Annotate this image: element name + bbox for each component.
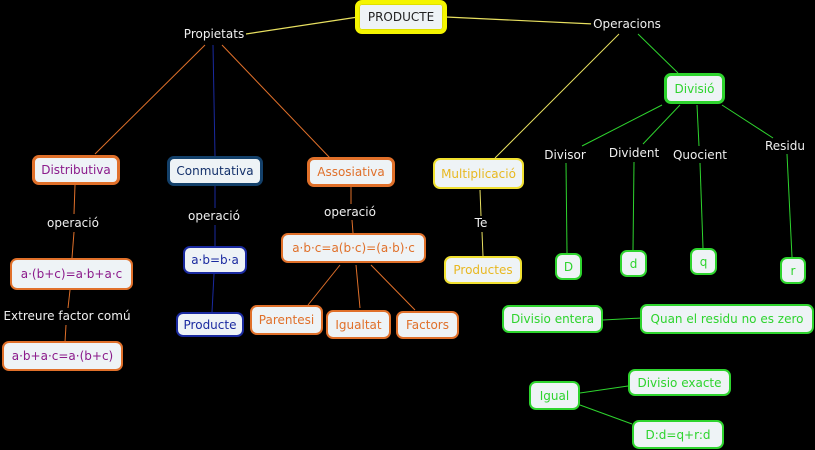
link-label-divident: Divident [606,146,662,160]
edge-operacions-multiplicacio [494,33,620,159]
edge-multiplicacio-te [479,189,482,217]
node-conmutativa-formula[interactable]: a·b=b·a [183,246,247,274]
edge-divisio-divident [642,104,681,145]
node-divisio[interactable]: Divisió [664,73,725,104]
node-productes[interactable]: Productes [444,256,522,284]
edge-assoc-parentesi [307,264,341,306]
node-multiplicacio[interactable]: Multiplicació [433,158,524,189]
link-label-te: Te [472,216,490,230]
link-label-quocient: Quocient [670,148,730,162]
node-distributiva-formula[interactable]: a·(b+c)=a·b+a·c [10,258,133,290]
link-label-operacio-conmutativa: operació [186,209,242,223]
node-r[interactable]: r [780,257,806,284]
edge-extreure-distrib-factor [64,324,67,343]
edge-quocient-q [699,162,704,249]
link-label-divisor: Divisor [542,148,588,162]
node-D[interactable]: D [555,253,582,280]
edge-divident-d [632,161,635,251]
edge-operacions-divisio [637,33,679,74]
edge-operacio-distrib-formula [71,231,75,259]
node-formula-divisio[interactable]: D:d=q+r:d [632,420,724,449]
edge-igual-exacte [579,385,629,394]
node-conmutativa-producte[interactable]: Producte [176,312,244,337]
edge-conmut-formula-producte [211,273,215,313]
edge-te-productes [481,231,484,257]
link-label-extreure-factor: Extreure factor comú [1,309,133,323]
node-distributiva[interactable]: Distributiva [32,155,120,185]
edge-root-operacions [445,16,595,25]
edge-assoc-factors [370,264,416,311]
node-assosiativa-formula[interactable]: a·b·c=a(b·c)=(a·b)·c [281,233,426,263]
edge-propietats-conmutativa [212,44,216,157]
edge-divisio-residu [721,104,774,139]
edge-assoc-igualtat [355,264,361,309]
node-divisio-exacte[interactable]: Divisio exacte [628,369,731,396]
node-extreure-factor-formula[interactable]: a·b+a·c=a·(b+c) [2,341,123,371]
node-factors[interactable]: Factors [396,311,459,339]
edge-operacio-assoc-formula [351,219,354,234]
node-divisio-entera[interactable]: Divisio entera [502,305,603,333]
edge-entera-quan [602,317,643,321]
link-label-residu: Residu [763,139,807,153]
node-conmutativa[interactable]: Conmutativa [167,156,263,186]
root-node-producte[interactable]: PRODUCTE [355,0,447,34]
edge-igual-formula [579,404,633,425]
node-igualtat[interactable]: Igualtat [326,310,391,339]
edge-divisio-divisor [581,104,663,147]
node-assosiativa[interactable]: Assosiativa [307,157,395,187]
edge-root-propietats [245,16,359,35]
link-label-operacions: Operacions [591,17,663,31]
edge-distrib-formula-extreure [67,289,71,309]
edge-propietats-assosiativa [221,44,331,159]
node-parentesi[interactable]: Parentesi [250,305,323,335]
link-label-operacio-distributiva: operació [45,216,101,230]
link-label-propietats: Propietats [181,27,247,41]
edge-distributiva-operacio [73,184,76,215]
link-label-operacio-assosiativa: operació [322,205,378,219]
node-quan-residu-no-zero[interactable]: Quan el residu no es zero [640,304,814,334]
edge-propietats-distributiva [94,44,206,155]
node-d[interactable]: d [620,250,647,277]
edge-residu-r [786,153,793,258]
node-igual[interactable]: Igual [529,381,580,410]
node-q[interactable]: q [690,248,717,275]
edge-divisio-quocient [696,104,700,147]
edge-divisor-D [565,162,568,254]
